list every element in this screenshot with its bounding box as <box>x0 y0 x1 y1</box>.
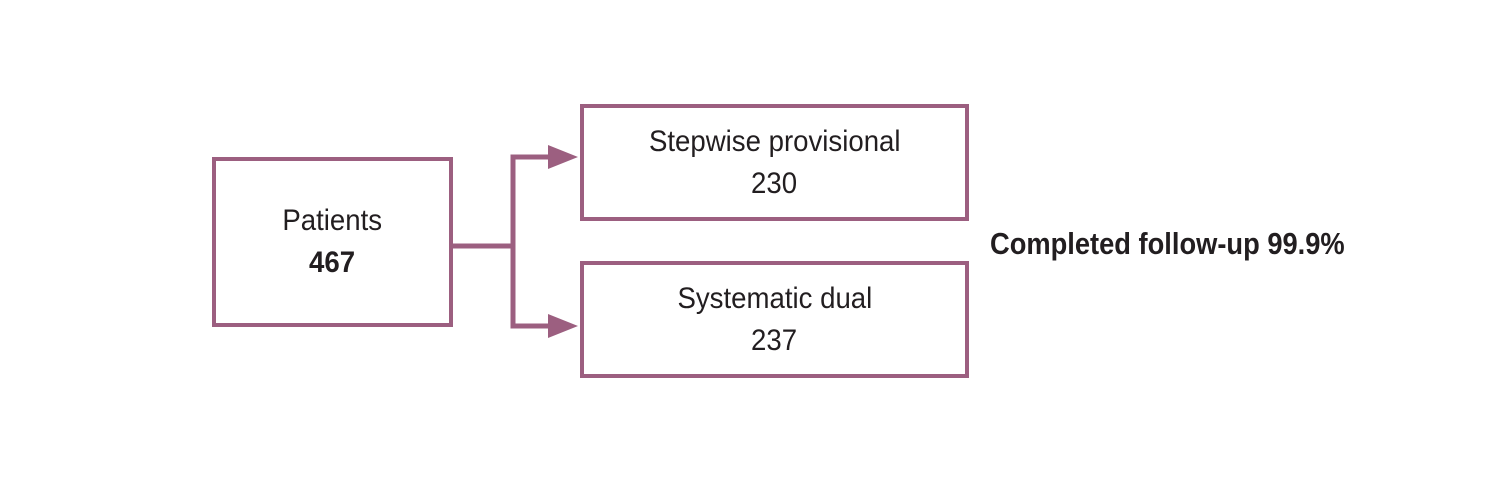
arrowhead-top-icon <box>548 145 578 169</box>
stepwise-provisional-label: Stepwise provisional <box>648 124 901 158</box>
followup-annotation: Completed follow-up 99.9% <box>990 226 1345 261</box>
systematic-dual-box: Systematic dual 237 <box>580 261 969 378</box>
systematic-dual-label: Systematic dual <box>677 281 872 315</box>
stepwise-provisional-box: Stepwise provisional 230 <box>580 104 969 221</box>
stepwise-provisional-count: 230 <box>751 166 798 200</box>
patients-box: Patients 467 <box>212 157 453 327</box>
patients-count: 467 <box>309 246 356 279</box>
systematic-dual-count: 237 <box>751 323 798 357</box>
arrowhead-bottom-icon <box>548 314 578 338</box>
patients-label: Patients <box>282 204 383 237</box>
